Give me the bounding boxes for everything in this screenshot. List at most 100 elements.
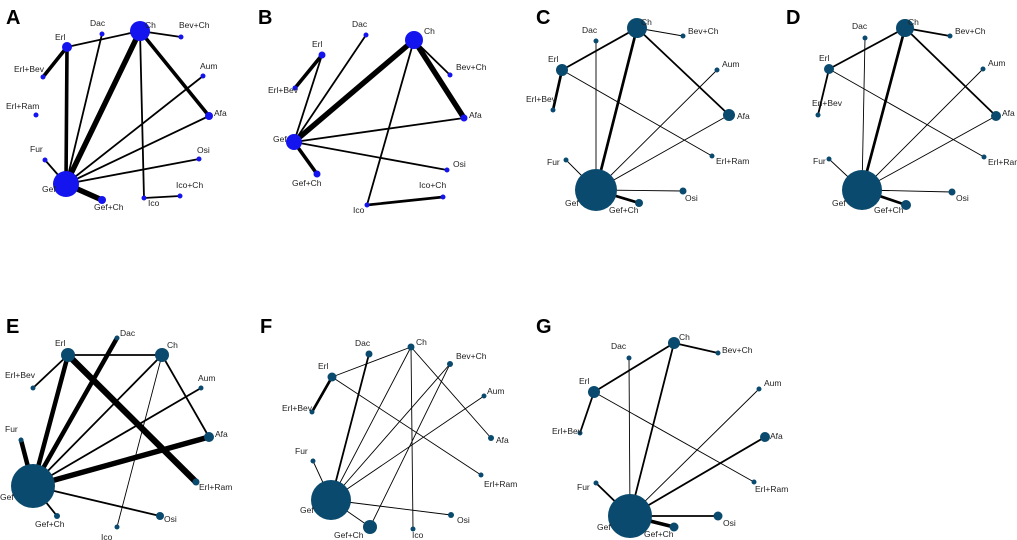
node-label: Gef+Ch	[874, 205, 904, 215]
node-label: Erl	[318, 361, 329, 371]
node-label: Erl+Ram	[199, 482, 232, 492]
node-bevch	[680, 33, 686, 39]
panel-letter: G	[536, 316, 552, 338]
node-fur	[826, 156, 832, 162]
node-gefch	[669, 522, 679, 532]
nodes: ChDacErlBev+ChAumErl+BevAfaErl+RamFurOsi…	[812, 17, 1017, 215]
node-afa	[204, 432, 214, 442]
node-label: Gef+Ch	[35, 519, 65, 529]
node-osi	[196, 156, 202, 162]
edge-gef-dac	[628, 357, 631, 517]
nodes: ChDacErlErl+BevBev+ChAfaOsiIco+ChIcoGef+…	[268, 19, 487, 215]
node-bevch	[178, 34, 184, 40]
node-label: Osi	[164, 514, 177, 524]
node-label: Erl+Bev	[5, 370, 36, 380]
node-ch	[130, 21, 150, 41]
node-label: Afa	[1002, 108, 1015, 118]
panel-letter: E	[6, 316, 19, 338]
node-label: Dac	[120, 328, 136, 338]
node-dac	[626, 355, 632, 361]
node-osi	[713, 511, 723, 521]
edge-ch-afa	[410, 346, 492, 439]
node-label: Afa	[737, 111, 750, 121]
node-label: Dac	[90, 18, 106, 28]
node-afa	[460, 114, 468, 122]
node-gefch	[313, 170, 321, 178]
node-label: Bev+Ch	[179, 20, 210, 30]
panel-letter: F	[260, 316, 272, 338]
node-ico	[364, 202, 370, 208]
node-dac	[593, 38, 599, 44]
node-afa	[991, 111, 1001, 121]
edge-ch-bevch	[673, 342, 719, 354]
node-bevch	[447, 361, 453, 367]
node-label: Osi	[956, 193, 969, 203]
node-label: Bev+Ch	[688, 26, 719, 36]
node-fur	[42, 157, 48, 163]
edge-ch-ico	[410, 346, 414, 530]
edge-gef-osi	[65, 158, 200, 185]
node-label: Fur	[547, 157, 560, 167]
edges	[41, 28, 211, 203]
edge-erl-ch	[593, 342, 675, 393]
node-label: Afa	[469, 110, 482, 120]
node-fur	[310, 458, 316, 464]
node-label: Erl+Bev	[552, 426, 583, 436]
node-erl	[327, 372, 337, 382]
edge-erl-erlbev	[551, 68, 564, 112]
node-label: Dac	[355, 338, 371, 348]
node-fur	[593, 480, 599, 486]
edge-gef-dac	[30, 335, 120, 489]
node-label: Bev+Ch	[955, 26, 986, 36]
node-label: Gef	[273, 134, 287, 144]
edge-gef-afa	[293, 117, 465, 143]
node-ico	[410, 526, 416, 532]
edge-gef-dac	[861, 37, 866, 191]
node-dac	[862, 35, 868, 41]
node-label: Fur	[295, 446, 308, 456]
node-label: Dac	[611, 341, 627, 351]
node-label: Bev+Ch	[456, 62, 487, 72]
node-icoch	[177, 193, 183, 199]
node-afa	[205, 112, 213, 120]
panel-d: DChDacErlBev+ChAumErl+BevAfaErl+RamFurOs…	[786, 7, 1017, 215]
node-label: Gef+Ch	[292, 178, 322, 188]
edge-ico-icoch	[143, 195, 181, 199]
edge-gef-aum	[32, 387, 202, 487]
node-bevch	[947, 33, 953, 39]
node-label: Gef	[0, 492, 14, 502]
node-label: Gef	[832, 198, 846, 208]
node-bevch	[715, 350, 721, 356]
edge-gef-afa	[629, 436, 766, 517]
node-erlbev	[30, 385, 36, 391]
node-erl	[588, 386, 600, 398]
node-erlbev	[577, 430, 583, 436]
node-ico	[114, 524, 120, 530]
node-erlram	[478, 472, 484, 478]
edge-ch-afa	[636, 27, 730, 116]
node-label: Ch	[416, 337, 427, 347]
node-label: Ch	[679, 332, 690, 342]
node-ico	[141, 195, 147, 201]
node-erlbev	[309, 409, 315, 415]
node-label: Gef	[42, 184, 56, 194]
node-label: Gef+Ch	[94, 202, 124, 212]
node-label: Afa	[496, 435, 509, 445]
node-label: Aum	[988, 58, 1005, 68]
node-gef	[575, 169, 617, 211]
node-label: Ico	[412, 530, 424, 540]
node-ch	[405, 31, 423, 49]
node-aum	[481, 393, 487, 399]
node-label: Afa	[214, 108, 227, 118]
edge-erl-erlram	[331, 376, 482, 476]
edge-gef-ch	[291, 37, 417, 145]
edge-gef-erl	[64, 45, 69, 186]
node-label: Osi	[723, 518, 736, 528]
panel-letter: C	[536, 7, 550, 29]
node-label: Afa	[215, 429, 228, 439]
edge-erl-erlbev	[41, 45, 69, 79]
edge-gef-osi	[330, 499, 452, 516]
node-label: Gef+Ch	[334, 530, 364, 540]
edges	[18, 335, 212, 528]
